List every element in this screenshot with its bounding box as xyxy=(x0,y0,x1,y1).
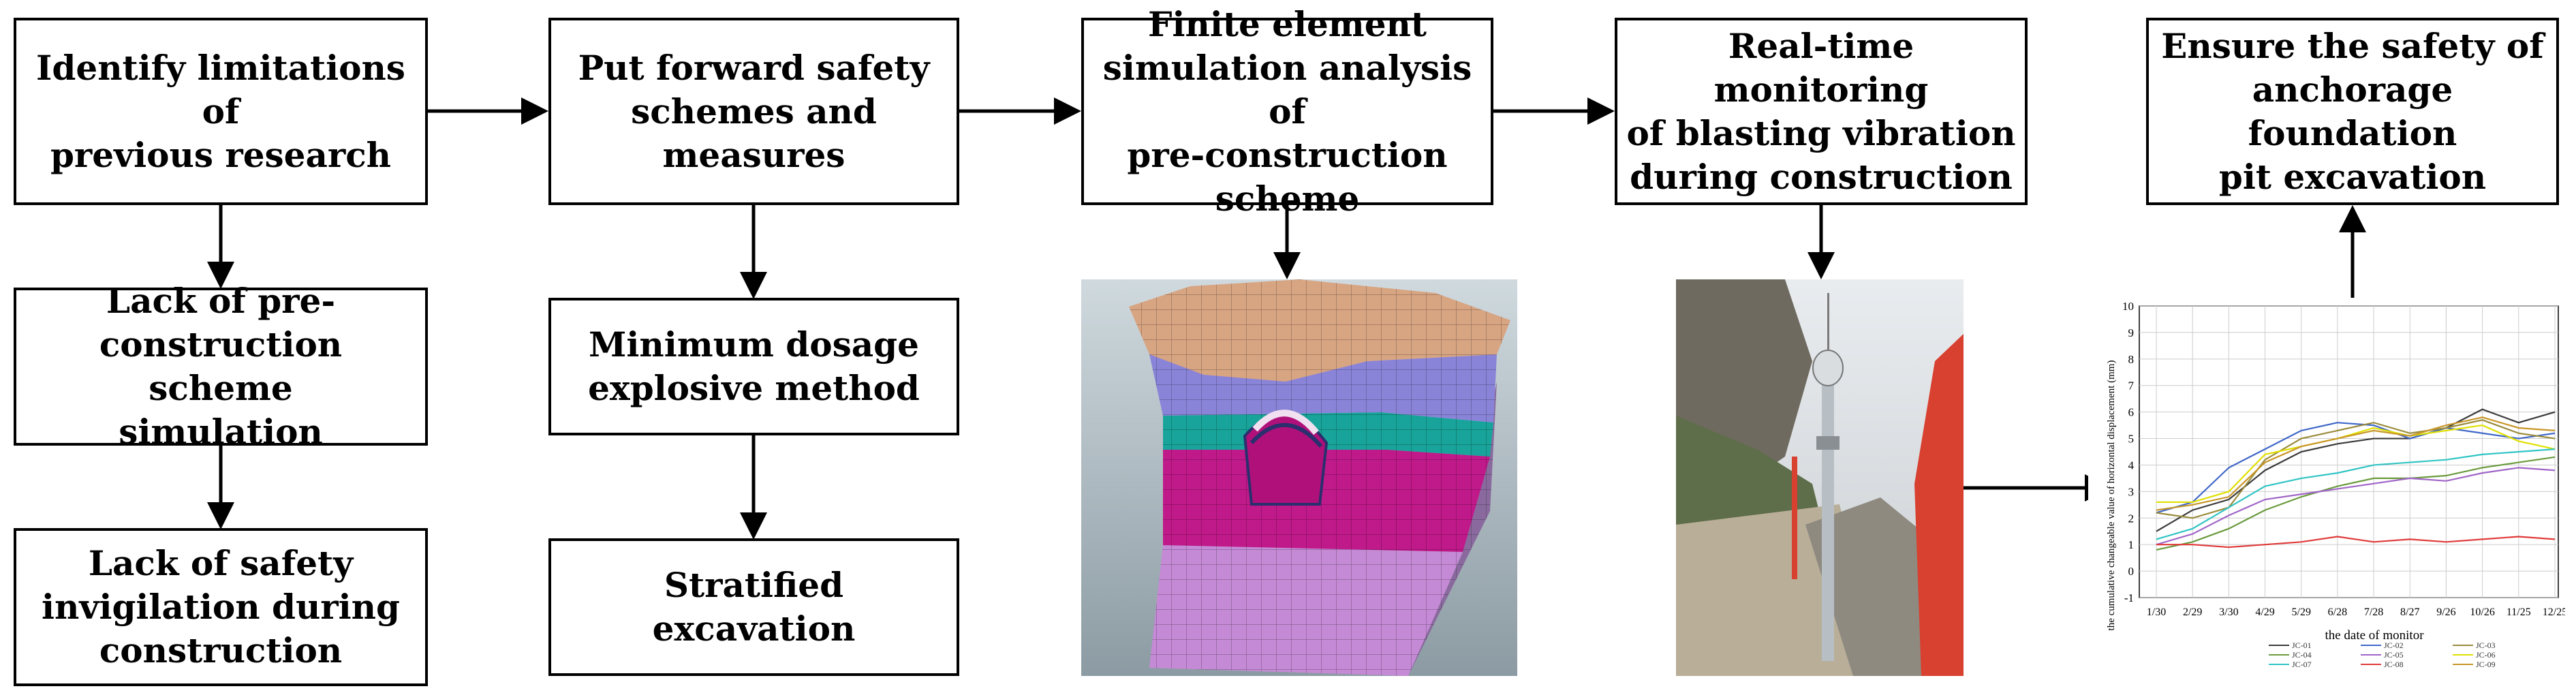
series-line-JC-02 xyxy=(2156,422,2556,514)
identify-limitations-box: Identify limitations of previous researc… xyxy=(14,18,428,205)
legend-label: JC-01 xyxy=(2292,641,2312,650)
safety-schemes-text: Put forward safety schemes and measures xyxy=(578,47,930,175)
ensure-safety-box: Ensure the safety of anchorage foundatio… xyxy=(2146,18,2559,205)
legend-label: JC-02 xyxy=(2384,641,2404,650)
safety-schemes-box: Put forward safety schemes and measures xyxy=(548,18,959,205)
y-tick-label: 6 xyxy=(2128,406,2135,419)
series-line-JC-07 xyxy=(2156,448,2556,540)
identify-limitations-text: Identify limitations of previous researc… xyxy=(36,47,405,175)
x-tick-label: 10/26 xyxy=(2470,606,2494,618)
y-tick-label: 5 xyxy=(2128,433,2135,446)
legend-label: JC-04 xyxy=(2292,650,2312,660)
series-line-JC-08 xyxy=(2156,536,2556,549)
chart-y-axis-label: the cumulative changeable value of horiz… xyxy=(2106,360,2117,631)
x-tick-label: 11/25 xyxy=(2507,606,2531,618)
y-tick-label: 3 xyxy=(2128,485,2135,498)
x-tick-label: 1/30 xyxy=(2147,606,2166,618)
series-line-JC-05 xyxy=(2156,467,2556,546)
lack-simulation-text: Lack of pre- construction scheme simulat… xyxy=(99,281,343,452)
x-tick-label: 4/29 xyxy=(2255,606,2274,618)
series-line-JC-06 xyxy=(2156,424,2556,504)
fe-simulation-text: Finite element simulation analysis of pr… xyxy=(1102,3,1472,219)
ensure-safety-text: Ensure the safety of anchorage foundatio… xyxy=(2161,25,2544,197)
legend-label: JC-05 xyxy=(2384,650,2404,660)
series-line-JC-01 xyxy=(2156,408,2556,532)
y-tick-label: 7 xyxy=(2128,380,2135,392)
x-tick-label: 6/28 xyxy=(2328,606,2347,618)
realtime-monitoring-box: Real-time monitoring of blasting vibrati… xyxy=(1615,18,2028,205)
minimum-dosage-box: Minimum dosage explosive method xyxy=(548,298,959,435)
chart-x-axis-label: the date of monitor xyxy=(2325,628,2424,643)
fe-simulation-box: Finite element simulation analysis of pr… xyxy=(1081,4,1493,219)
legend-label: JC-07 xyxy=(2292,660,2312,669)
x-tick-label: 9/26 xyxy=(2436,606,2455,618)
series-line-JC-04 xyxy=(2156,456,2556,551)
legend-label: JC-08 xyxy=(2384,660,2404,669)
y-tick-label: -1 xyxy=(2124,591,2134,604)
minimum-dosage-text: Minimum dosage explosive method xyxy=(588,324,920,408)
realtime-monitoring-text: Real-time monitoring of blasting vibrati… xyxy=(1626,25,2016,197)
x-tick-label: 2/29 xyxy=(2183,606,2202,618)
displacement-line-chart: the cumulative changeable value of horiz… xyxy=(2088,298,2565,673)
y-tick-label: 2 xyxy=(2128,512,2135,525)
x-tick-label: 12/25 xyxy=(2543,606,2565,618)
y-tick-label: 1 xyxy=(2128,538,2135,551)
y-tick-label: 10 xyxy=(2122,300,2134,313)
legend-label: JC-06 xyxy=(2476,650,2496,660)
lack-simulation-box: Lack of pre- construction scheme simulat… xyxy=(14,281,428,452)
y-tick-label: 4 xyxy=(2128,459,2135,472)
y-tick-label: 8 xyxy=(2128,353,2135,366)
x-tick-label: 5/29 xyxy=(2292,606,2311,618)
stratified-excavation-box: Stratified excavation xyxy=(548,538,959,676)
finite-element-model-image xyxy=(1081,279,1517,676)
stratified-excavation-text: Stratified excavation xyxy=(652,565,856,649)
x-tick-label: 7/28 xyxy=(2364,606,2383,618)
legend-label: JC-09 xyxy=(2476,660,2496,669)
legend-label: JC-03 xyxy=(2476,641,2496,650)
monitoring-photo-image xyxy=(1676,279,1964,676)
lack-invigilation-box: Lack of safety invigilation during const… xyxy=(14,528,428,686)
x-tick-label: 3/30 xyxy=(2219,606,2238,618)
y-tick-label: 0 xyxy=(2128,565,2135,578)
series-line-JC-09 xyxy=(2156,416,2556,511)
x-tick-label: 8/27 xyxy=(2400,606,2419,618)
series-line-JC-03 xyxy=(2156,419,2556,519)
y-tick-label: 9 xyxy=(2128,326,2135,339)
lack-invigilation-text: Lack of safety invigilation during const… xyxy=(42,543,400,671)
